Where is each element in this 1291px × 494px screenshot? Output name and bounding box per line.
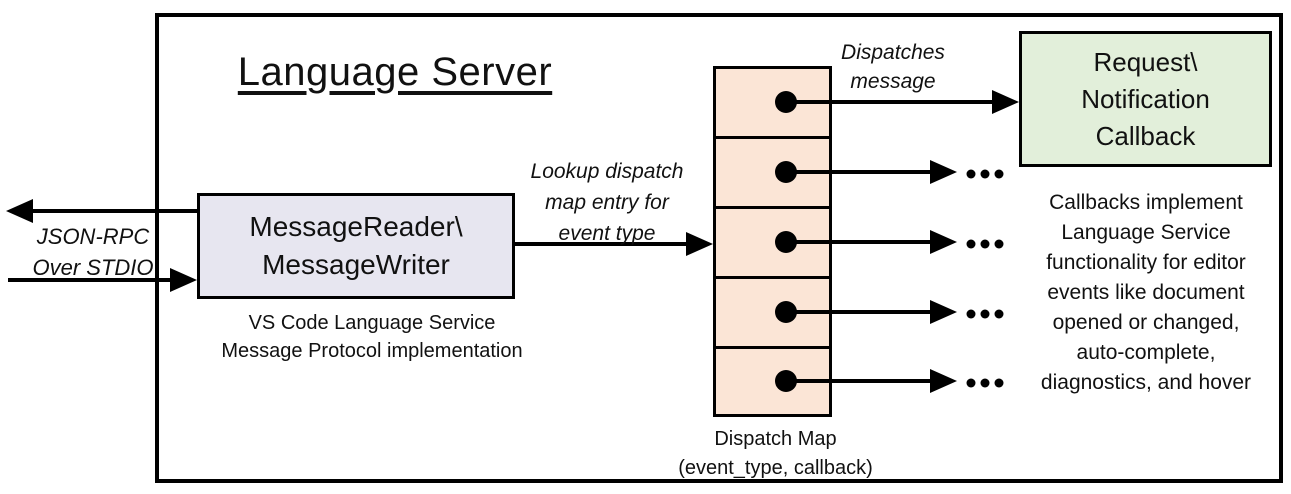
request-notification-callback-box: Request\ Notification Callback — [1019, 31, 1272, 167]
reader-caption: VS Code Language Service Message Protoco… — [192, 309, 552, 365]
callback-caption-line: Language Service — [1061, 221, 1231, 244]
diagram-title: Language Server — [237, 50, 553, 94]
ellipsis-icon — [966, 378, 1004, 388]
callback-caption-line: auto-complete, — [1076, 341, 1216, 364]
lookup-arrow — [515, 232, 713, 256]
ellipsis-icon — [966, 169, 1004, 179]
callback-box-line1: Request\ — [1093, 46, 1198, 77]
dispatch-arrow — [786, 230, 957, 254]
language-server-frame — [155, 13, 1283, 483]
callback-caption-line: events like document — [1047, 281, 1245, 304]
lookup-label-line2: map entry for — [545, 191, 669, 214]
dispatch-map-caption: Dispatch Map (event_type, callback) — [649, 425, 902, 483]
stdio-in-arrow — [8, 268, 197, 292]
dispatch-arrow — [786, 300, 957, 324]
stdio-label: JSON-RPC Over STDIO — [18, 221, 168, 283]
lookup-label-line1: Lookup dispatch — [530, 160, 684, 183]
lookup-label: Lookup dispatch map entry for event type — [512, 156, 702, 249]
callback-caption-line: opened or changed, — [1052, 311, 1240, 334]
message-reader-writer-box: MessageReader\ MessageWriter — [197, 193, 515, 299]
dispatches-label-line1: Dispatches — [841, 41, 945, 64]
callback-caption-line: functionality for editor — [1046, 251, 1246, 274]
stdio-out-arrow — [6, 199, 197, 223]
ellipsis-icon — [966, 309, 1004, 319]
dispatches-label-line2: message — [850, 70, 936, 93]
reader-box-line1: MessageReader\ — [249, 211, 463, 242]
ellipsis-icon — [966, 239, 1004, 249]
dispatch-arrow — [786, 160, 957, 184]
lookup-label-line3: event type — [558, 222, 656, 245]
stdio-label-line2: Over STDIO — [32, 255, 154, 280]
dispatch-arrow-callback — [786, 90, 1019, 114]
callback-box-line2: Notification — [1081, 83, 1210, 114]
dispatches-label: Dispatches message — [818, 38, 968, 96]
callback-box-line3: Callback — [1095, 120, 1196, 151]
dispatch-arrow — [786, 369, 957, 393]
callback-caption: Callbacks implement Language Service fun… — [1020, 188, 1272, 398]
reader-caption-line2: Message Protocol implementation — [221, 340, 523, 362]
callback-caption-line: diagnostics, and hover — [1040, 371, 1252, 394]
dispatch-map-caption-line2: (event_type, callback) — [678, 457, 873, 479]
reader-caption-line1: VS Code Language Service — [248, 312, 496, 334]
dispatch-map-caption-line1: Dispatch Map — [714, 428, 837, 450]
stdio-label-line1: JSON-RPC — [36, 224, 150, 249]
callback-caption-line: Callbacks implement — [1049, 191, 1243, 214]
reader-box-line2: MessageWriter — [262, 249, 450, 280]
